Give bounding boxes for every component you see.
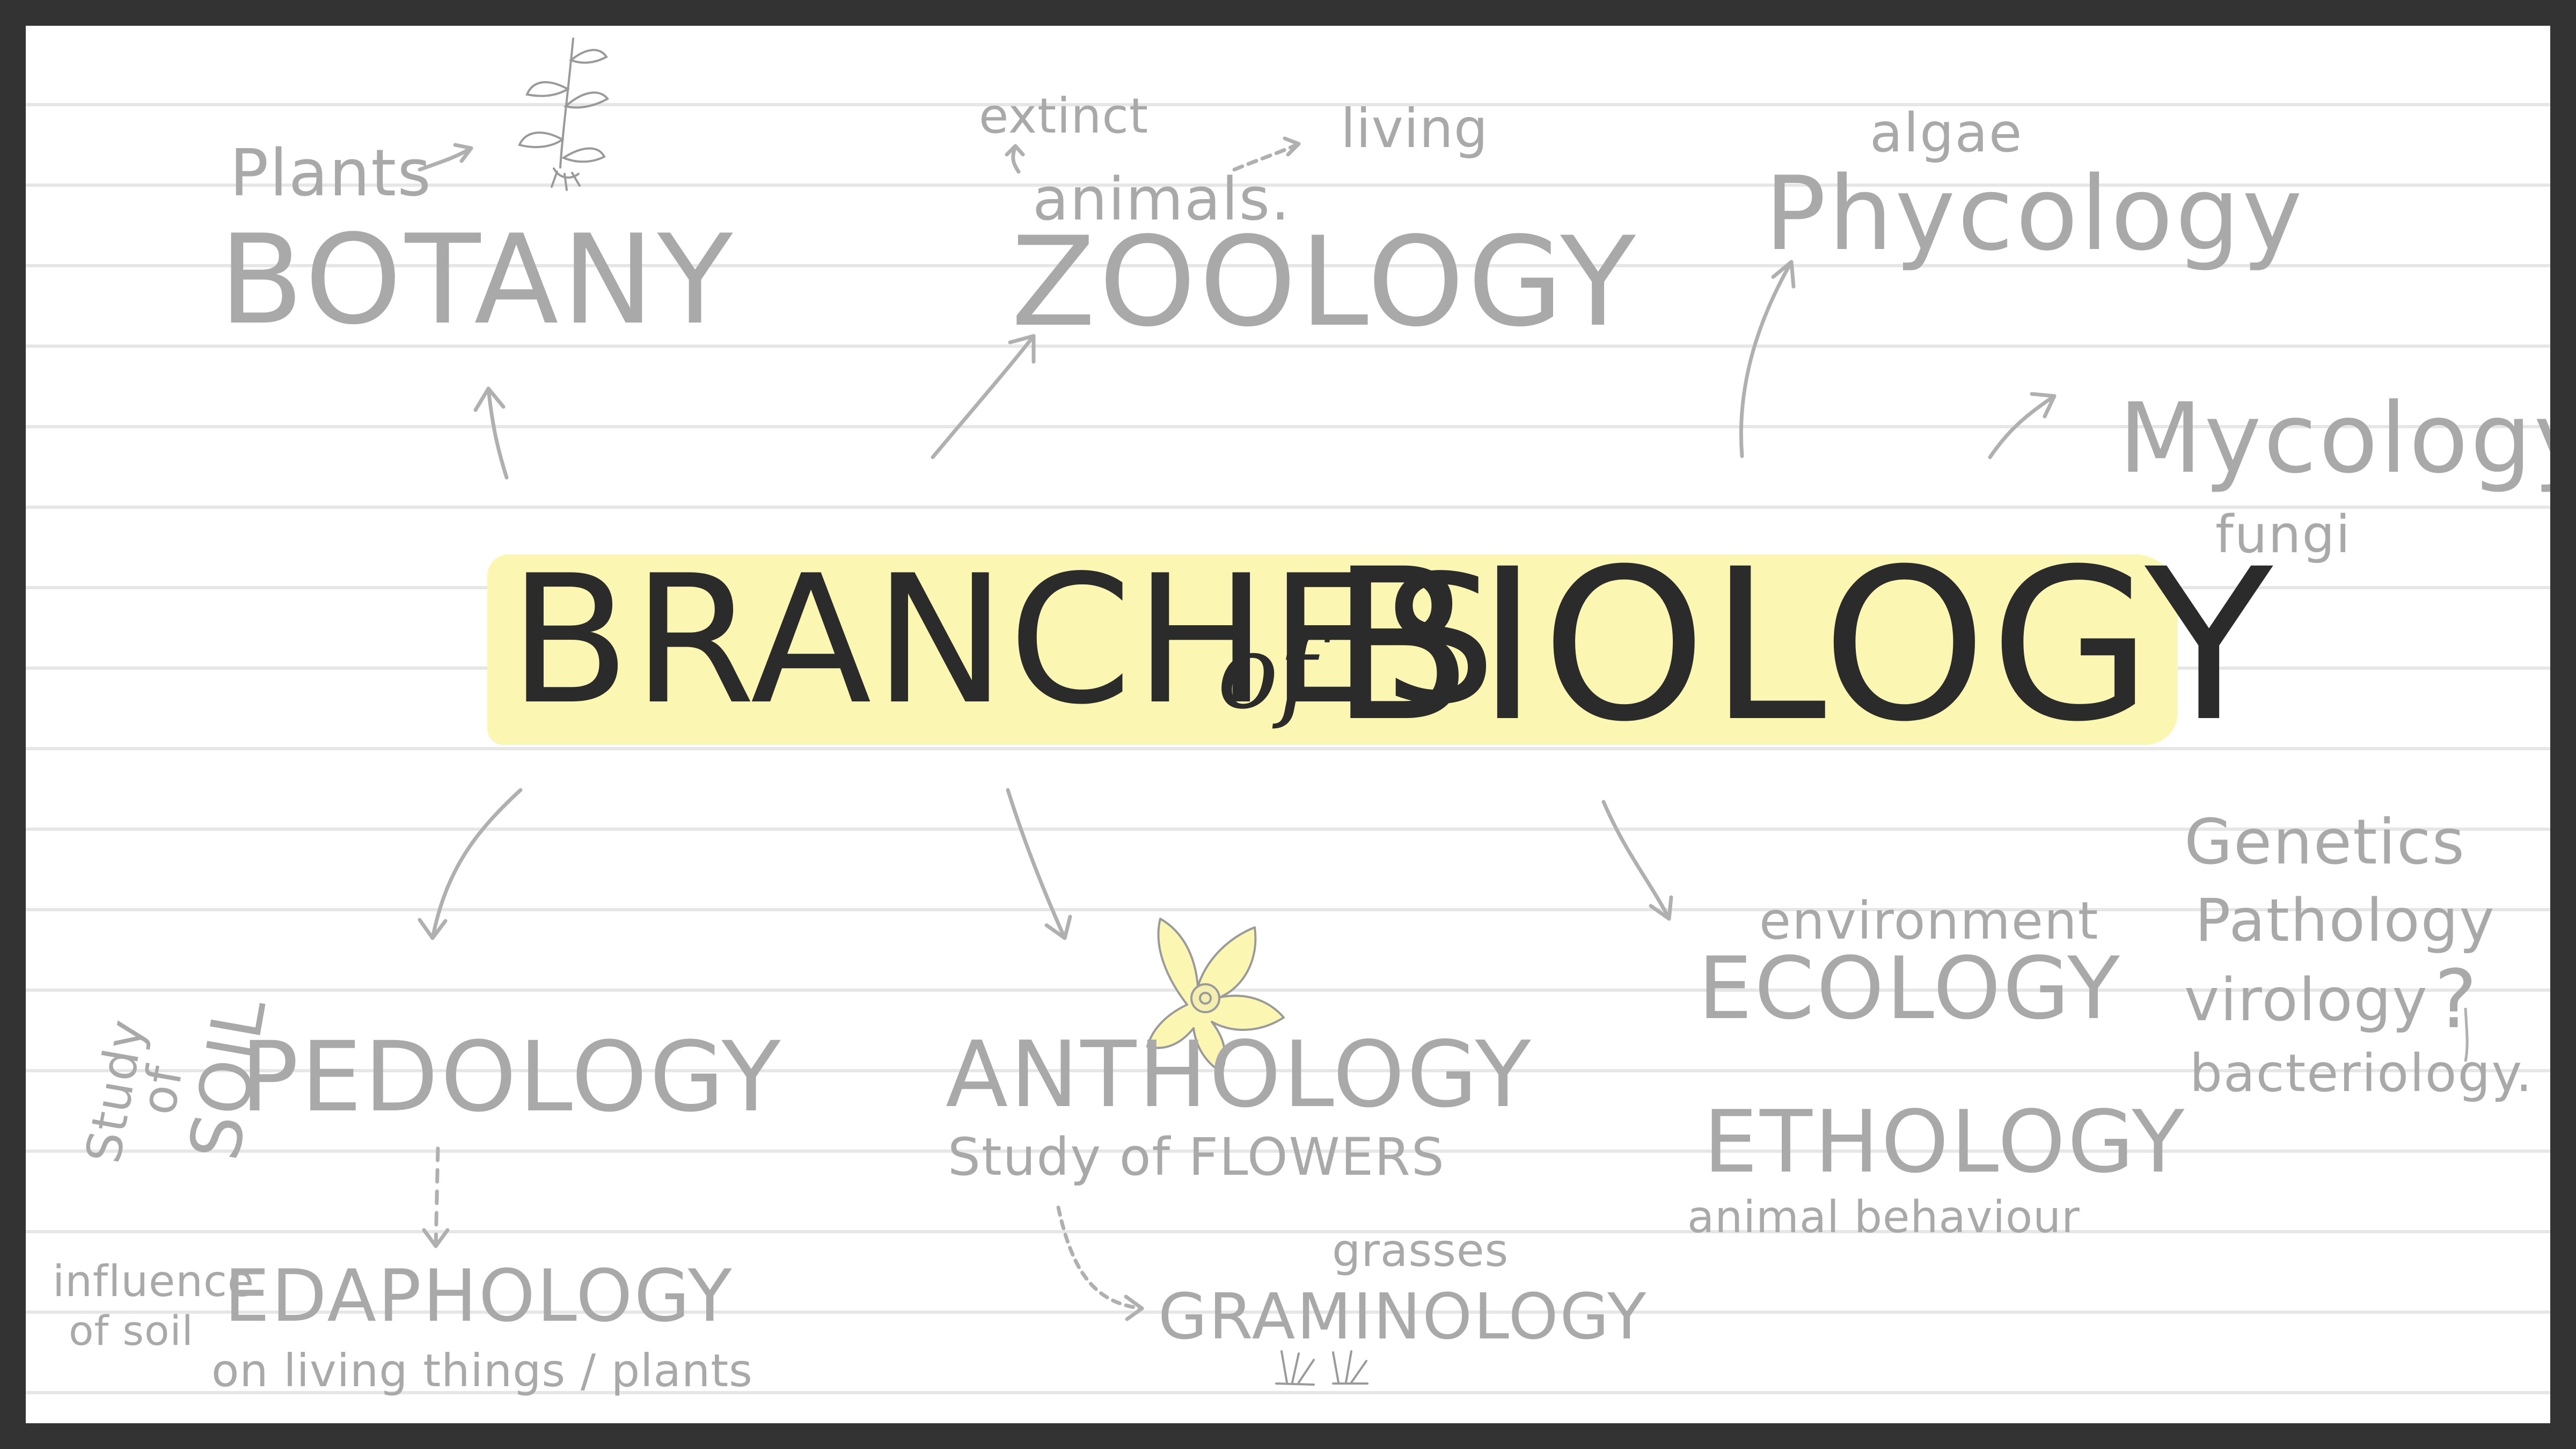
mycology-label: Mycology [2119,383,2550,495]
anthology-note: Study of FLOWERS [948,1127,1445,1187]
title-branches: BRANCHES [509,537,1498,743]
edaphology-note-influence: influence [53,1256,255,1306]
arrow-plants-to-sprout [418,146,473,172]
phycology-label: Phycology [1765,155,2305,273]
title-highlight [487,554,2178,745]
mycology-note: fungi [2215,504,2352,565]
edaphology-note-of-soil: of soil [69,1307,194,1355]
phycology-note: algae [1870,101,2023,164]
pedology-label: PEDOLOGY [240,1021,783,1133]
graminology-label: GRAMINOLOGY [1158,1279,1648,1353]
arrow-to-pedology [430,788,523,940]
ethology-note: animal behaviour [1687,1192,2080,1243]
arrow-to-botany [486,386,509,480]
flower-icon [1146,918,1285,1073]
lined-paper: BRANCHES of BIOLOGY Plants BOTANY extinc… [26,26,2550,1423]
question-squiggle [2464,1007,2469,1062]
zoology-label: ZOOLOGY [1011,211,1639,354]
mind-map-arrows [418,38,2469,1386]
title-biology: BIOLOGY [1330,524,2276,767]
plant-sprout-icon [518,38,609,191]
ecology-label: ECOLOGY [1698,938,2122,1038]
botany-note: Plants [230,136,432,211]
other-item-genetics: Genetics [2184,806,2466,879]
arrow-to-zoology [931,334,1036,459]
zoology-note-living: living [1341,97,1489,160]
arrow-animals-to-living [1232,142,1301,172]
title-of: of [1217,613,1316,731]
graminology-note: grasses [1332,1224,1509,1277]
anthology-label: ANTHOLOGY [946,1022,1533,1128]
other-item-bacteriology: bacteriology. [2190,1043,2534,1103]
zoology-note-extinct: extinct [979,88,1149,144]
ethology-label: ETHOLOGY [1703,1092,2187,1192]
others-question-mark: ? [2434,953,2479,1046]
botany-label: BOTANY [219,209,736,352]
edaphology-label: EDAPHOLOGY [224,1254,734,1338]
other-item-virology: virology [2184,965,2428,1034]
arrow-to-graminology [1056,1205,1144,1311]
ecology-note: environment [1759,891,2099,951]
arrow-to-phycology [1739,260,1794,458]
zoology-note-animals: animals. [1033,165,1291,233]
edaphology-note: on living things / plants [211,1344,753,1397]
arrow-to-ecology [1601,800,1671,921]
grass-tuft-icon [1275,1350,1368,1386]
arrow-to-mycology [1988,394,2057,459]
arrow-to-anthology [1006,788,1067,940]
arrow-to-edaphology [434,1146,440,1248]
other-item-pathology: Pathology [2195,886,2496,955]
